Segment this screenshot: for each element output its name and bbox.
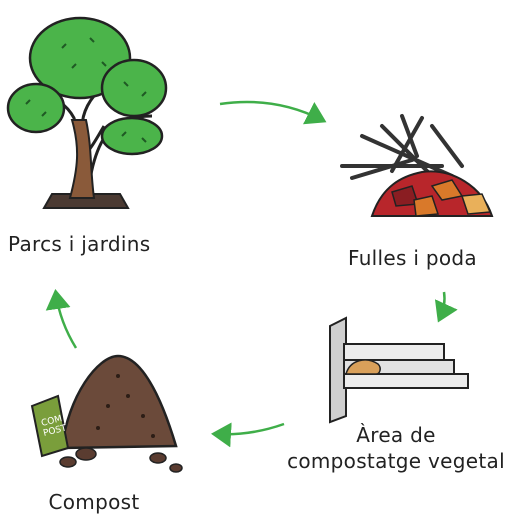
arrow-compost-to-parcs [45, 289, 78, 349]
svg-text:COM: COM [40, 414, 63, 429]
label-fulles-i-poda: Fulles i poda [348, 246, 477, 270]
label-compost: Compost [48, 490, 140, 514]
label-parcs-i-jardins: Parcs i jardins [8, 232, 151, 256]
arrow-area-to-compost [211, 422, 285, 448]
arrow-parcs-to-fulles [219, 100, 327, 125]
compost-bin-icon [329, 316, 469, 424]
label-area-line2: compostatge vegetal [287, 449, 505, 473]
arrow-fulles-to-area [434, 291, 458, 323]
label-area-compostatge: Àrea de compostatge vegetal [268, 422, 524, 474]
label-area-line1: Àrea de [356, 423, 436, 447]
compost-pile-icon: COM POST [30, 354, 183, 473]
tree-icon [6, 16, 168, 209]
leaves-and-branches-icon [340, 114, 494, 217]
